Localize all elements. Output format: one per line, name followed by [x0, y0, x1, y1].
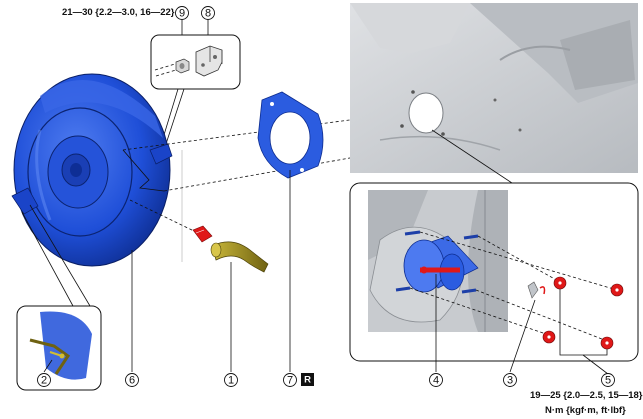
svg-text:6: 6 — [129, 375, 135, 387]
retaining-clip — [527, 281, 546, 299]
installed-booster — [403, 235, 479, 293]
svg-text:R: R — [304, 375, 311, 386]
booster-gasket — [257, 91, 324, 179]
replace-badge: R — [301, 373, 314, 386]
svg-text:7: 7 — [287, 375, 293, 387]
bracket-detail-box — [16, 305, 102, 391]
callout-9: 9 — [175, 6, 189, 20]
nut-4 — [600, 336, 614, 350]
callout-7: 7 — [283, 373, 297, 387]
svg-text:1: 1 — [228, 375, 234, 387]
nut-icon — [175, 58, 190, 74]
callout-2: 2 — [37, 373, 51, 387]
torque-unit: N·m {kgf·m, ft·lbf} — [545, 405, 626, 416]
callout-4: 4 — [429, 373, 443, 387]
svg-text:2: 2 — [41, 375, 47, 387]
check-valve — [192, 225, 213, 243]
dash-panel — [350, 3, 638, 173]
callout-3: 3 — [503, 373, 517, 387]
callout-1: 1 — [224, 373, 238, 387]
svg-text:8: 8 — [205, 8, 211, 20]
installed-detail-box — [349, 182, 639, 362]
svg-text:3: 3 — [507, 375, 513, 387]
callout-8: 8 — [201, 6, 215, 20]
nut-1 — [553, 276, 567, 290]
clevis-icon — [195, 45, 223, 77]
callout-5: 5 — [601, 373, 615, 387]
callout-6: 6 — [125, 373, 139, 387]
clevis-detail-box — [150, 34, 241, 90]
svg-text:4: 4 — [433, 375, 439, 387]
svg-text:5: 5 — [605, 375, 611, 387]
nut-3 — [542, 330, 556, 344]
vacuum-hose — [210, 241, 269, 273]
nut-2 — [610, 283, 624, 297]
torque-spec-top: 21—30 {2.2—3.0, 16—22} — [62, 7, 175, 18]
brake-booster — [11, 73, 173, 267]
torque-spec-bottom: 19—25 {2.0—2.5, 15—18} — [530, 390, 643, 401]
nut-set — [542, 276, 624, 350]
svg-text:9: 9 — [179, 8, 185, 20]
